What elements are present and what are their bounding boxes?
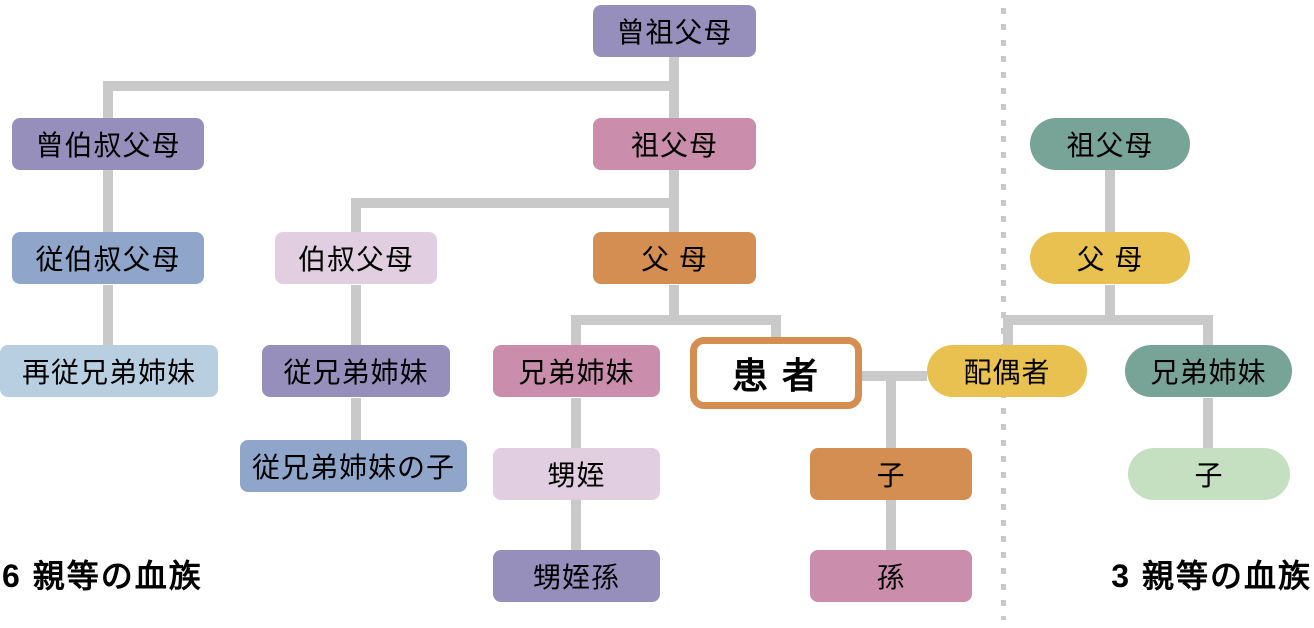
- connector-line: [1105, 170, 1115, 232]
- connector-line: [886, 500, 896, 550]
- node-uncles-aunts: 伯叔父母: [275, 232, 437, 284]
- connector-line: [1003, 315, 1213, 325]
- label-6th-degree-blood-relatives: 6 親等の血族: [2, 558, 203, 594]
- connector-line: [1105, 285, 1115, 317]
- node-spouse-grandparents: 祖父母: [1030, 118, 1190, 170]
- node-great-granduncles-grandaunts: 曾伯叔父母: [12, 118, 204, 170]
- node-spouse-parents: 父 母: [1030, 232, 1190, 284]
- connector-line: [351, 200, 361, 232]
- node-great-grandparents: 曾祖父母: [593, 5, 756, 57]
- connector-line: [103, 285, 113, 345]
- node-nephews-nieces: 甥姪: [493, 448, 660, 500]
- connector-line: [571, 398, 581, 448]
- node-grandchildren: 孫: [810, 550, 972, 602]
- node-spouse: 配偶者: [927, 345, 1087, 397]
- node-patient: 患 者: [690, 337, 862, 409]
- connector-line: [571, 317, 581, 345]
- connector-line: [771, 317, 781, 341]
- connector-line: [103, 81, 679, 91]
- connector-line: [571, 315, 781, 325]
- node-spouse-siblings: 兄弟姉妹: [1125, 345, 1292, 397]
- degree-separator-line: [1001, 8, 1006, 620]
- node-cousins: 従兄弟姉妹: [262, 345, 450, 397]
- connector-line: [351, 285, 361, 345]
- connector-line: [103, 170, 113, 232]
- node-grandnephews-grandnieces: 甥姪孫: [493, 550, 660, 602]
- connector-line: [1003, 317, 1013, 345]
- node-children: 子: [810, 448, 972, 500]
- connector-line: [351, 198, 679, 208]
- node-cousins-children: 従兄弟姉妹の子: [240, 440, 467, 492]
- node-grandparents: 祖父母: [593, 118, 756, 170]
- connector-line: [571, 500, 581, 550]
- connector-line: [669, 285, 679, 317]
- node-parents-cousins: 従伯叔父母: [12, 232, 204, 284]
- connector-line: [103, 85, 113, 118]
- connector-line: [1203, 398, 1213, 448]
- connector-line: [1203, 317, 1213, 345]
- label-3rd-degree-blood-relatives: 3 親等の血族: [1111, 558, 1312, 594]
- node-siblings: 兄弟姉妹: [493, 345, 660, 397]
- node-spouse-siblings-children: 子: [1128, 448, 1290, 500]
- node-second-cousins: 再従兄弟姉妹: [0, 345, 218, 397]
- connector-line: [862, 371, 927, 381]
- node-parents: 父 母: [593, 232, 756, 284]
- connector-line: [886, 373, 896, 448]
- connector-line: [351, 398, 361, 440]
